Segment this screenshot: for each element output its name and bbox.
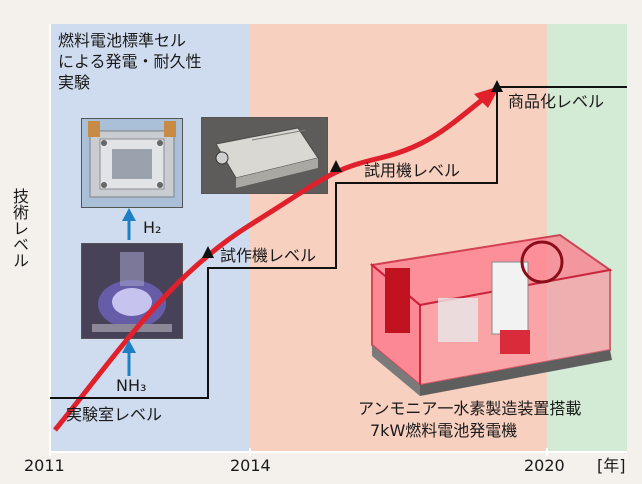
year-label-2020: 2020: [524, 456, 565, 475]
stage-label-prototype: 試作機レベル: [220, 246, 317, 265]
trial-unit-photo: [201, 117, 328, 194]
experiment-caption-line-3: 実験: [58, 73, 91, 92]
nh3-label: NH₃: [116, 376, 147, 395]
period-band-2011-2014: [50, 24, 250, 452]
generator-caption-line-2: 7kW燃料電池発電機: [370, 421, 518, 440]
technology-level-staircase: [50, 86, 627, 399]
progress-curve: [53, 94, 489, 432]
generator-unit-illustration: [369, 233, 613, 396]
y-axis-label: 技術レベル: [10, 188, 29, 268]
generator-caption: アンモニア一水素製造装置搭載 7kW燃料電池発電機: [358, 398, 581, 442]
stage-label-lab: 実験室レベル: [66, 405, 163, 424]
fuel-cell-stack-photo: [81, 118, 183, 208]
experiment-caption-line-1: 燃料電池標準セル: [58, 31, 187, 50]
stage-label-trial: 試用機レベル: [364, 161, 461, 180]
experiment-caption-line-2: による発電・耐久性: [58, 52, 202, 71]
nh3-flow-arrowhead: [122, 340, 136, 353]
year-unit-label: [年]: [597, 456, 626, 475]
experiment-caption: 燃料電池標準セル による発電・耐久性 実験: [58, 30, 202, 93]
stage-label-commercial: 商品化レベル: [508, 92, 605, 111]
year-label-2014: 2014: [230, 456, 271, 475]
year-label-2011: 2011: [24, 456, 65, 475]
ammonia-reactor-photo: [81, 243, 183, 339]
step-arrowhead-3: [491, 80, 503, 92]
h2-flow-arrowhead: [122, 208, 136, 221]
step-arrowhead-2: [330, 160, 342, 172]
step-arrowhead-1: [202, 246, 214, 258]
generator-caption-line-1: アンモニア一水素製造装置搭載: [358, 399, 582, 418]
h2-label: H₂: [143, 218, 162, 237]
